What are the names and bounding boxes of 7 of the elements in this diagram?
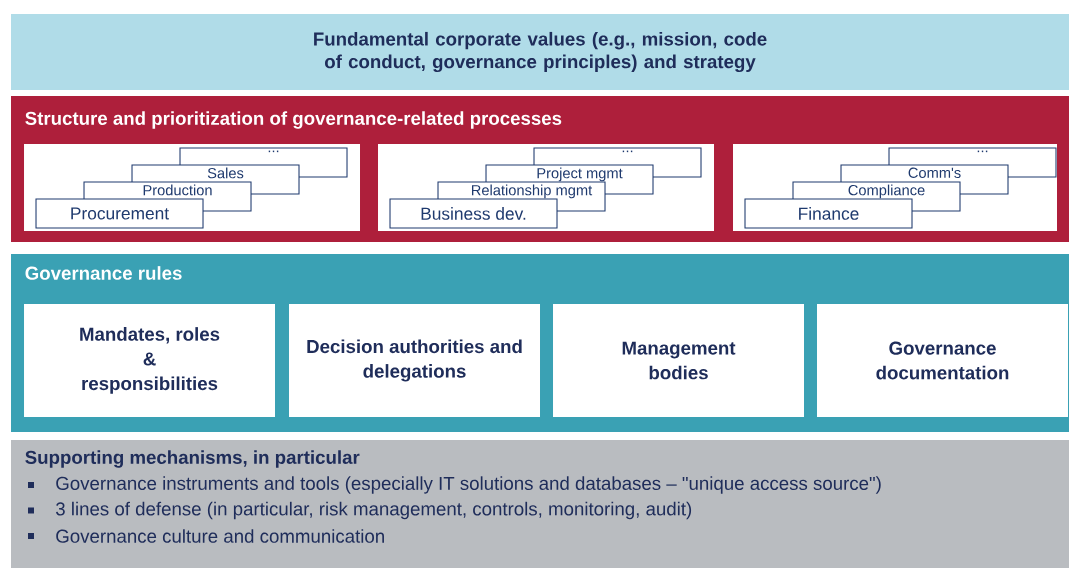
bullet-item: 3 lines of defense (in particular, risk management, controls, monitoring, audit) — [28, 501, 692, 520]
process-card: Finance — [744, 198, 913, 229]
process-card: Procurement — [35, 198, 204, 229]
process-card: Business dev. — [389, 198, 558, 229]
bullet-item: Governance instruments and tools (especially IT solutions and databases – "unique access source") — [28, 476, 881, 494]
title-band: Fundamental corporate values (e.g., mission, code of conduct, governance principles) and strategy — [11, 14, 1069, 90]
bullet-item: Governance culture and communication — [28, 529, 384, 543]
